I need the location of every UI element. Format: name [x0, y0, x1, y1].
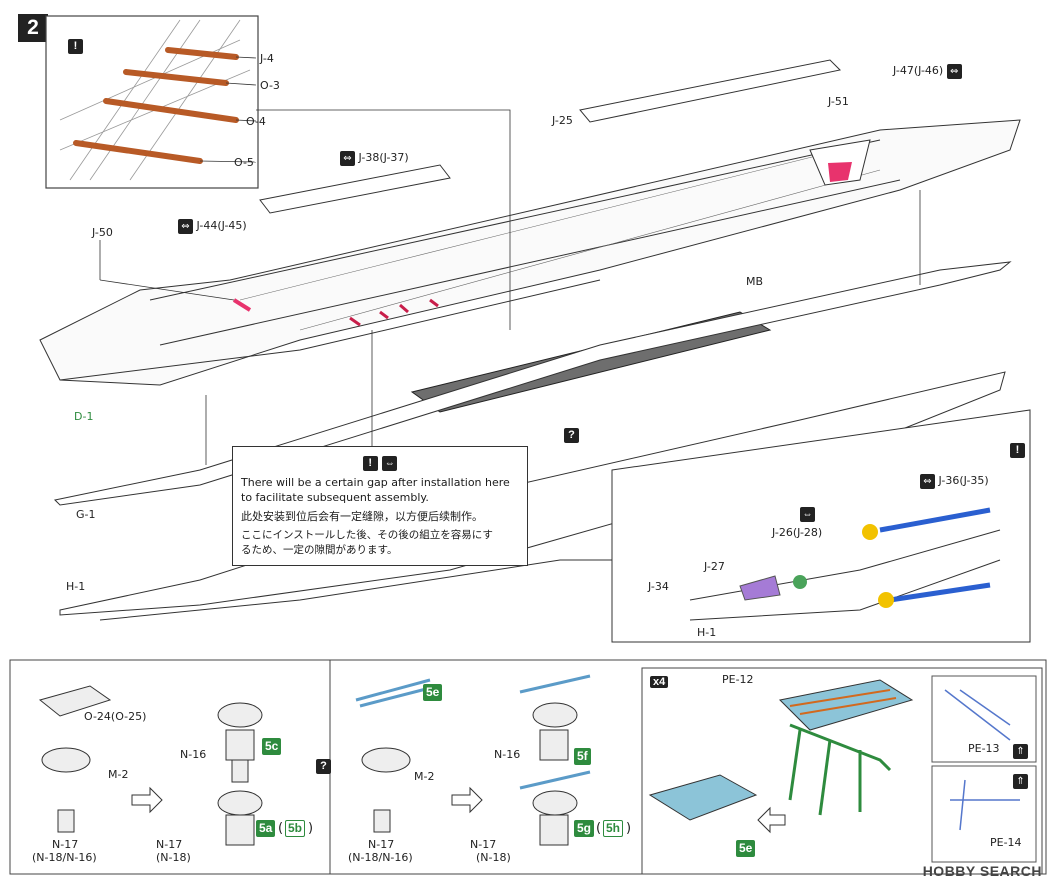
part-label-j26: J-26(J-28) — [772, 526, 823, 539]
caution-icon: ! — [1010, 440, 1025, 458]
paren-open: ( — [596, 821, 602, 836]
gap-note-callout: ! ⇔ There will be a certain gap after in… — [232, 446, 528, 566]
part-label-m2: M-2 — [108, 768, 129, 781]
part-label-pe13: PE-13 — [968, 742, 1000, 755]
mirror-icon: ⇔ — [946, 64, 962, 79]
part-label-pe14: PE-14 — [990, 836, 1022, 849]
mirror-icon: ⇔ — [920, 474, 935, 489]
flip-icon: ⇑ — [1013, 771, 1028, 789]
part-label-n17-mid: N-17 — [368, 838, 395, 851]
watermark: HOBBY SEARCH — [922, 863, 1042, 879]
step-ref-5e-right: 5e — [736, 840, 756, 857]
part-label-j44: ⇔ J-44(J-45) — [178, 219, 247, 234]
part-label-n18b-mid: (N-18) — [476, 851, 511, 864]
caution-icon: ! — [362, 456, 378, 471]
question-icon: ? — [564, 425, 579, 443]
part-label-o24: O-24(O-25) — [84, 710, 147, 723]
part-label-j4: J-4 — [260, 52, 274, 65]
paren-open: ( — [278, 821, 284, 836]
part-label-j34: J-34 — [648, 580, 669, 593]
part-label-n17-alt: (N-18/N-16) — [32, 851, 97, 864]
part-label-j51: J-51 — [828, 95, 849, 108]
part-label-j36: ⇔ J-36(J-35) — [920, 474, 989, 489]
part-label-o5: O-5 — [234, 156, 254, 169]
part-label-n17-alt-mid: (N-18/N-16) — [348, 851, 413, 864]
mirror-icon: ⇔ — [340, 151, 355, 166]
part-label-o3: O-3 — [260, 79, 280, 92]
part-label-n17: N-17 — [52, 838, 79, 851]
mirror-icon: ⇔ — [382, 456, 398, 471]
part-label-n16: N-16 — [180, 748, 207, 761]
paren-close: ) — [626, 821, 632, 836]
step-ref-5c: 5c — [262, 738, 282, 755]
step-ref-5g: 5g — [574, 820, 595, 837]
part-label-h1-inset: H-1 — [697, 626, 717, 639]
paren-close: ) — [308, 821, 314, 836]
part-label-j38: ⇔ J-38(J-37) — [340, 151, 409, 166]
step-ref-5h: 5h — [603, 820, 624, 837]
part-label-j50: J-50 — [92, 226, 113, 239]
part-label-mb: MB — [746, 275, 764, 288]
caution-icon: ! — [68, 36, 83, 54]
part-label-n17b: N-17 — [156, 838, 183, 851]
part-label-h1: H-1 — [66, 580, 86, 593]
question-icon: ? — [316, 756, 331, 774]
part-label-n17b-mid: N-17 — [470, 838, 497, 851]
part-label-j27: J-27 — [704, 560, 725, 573]
step-ref-5f: 5f — [574, 748, 591, 765]
part-label-o4: O-4 — [246, 115, 266, 128]
part-label-g1: G-1 — [76, 508, 96, 521]
note-japanese-1: ここにインストールした後、その後の組立を容易にす — [241, 529, 493, 541]
note-chinese: 此处安装到位后会有一定缝隙，以方便后续制作。 — [241, 510, 483, 523]
mirror-icon: ⇔ — [800, 504, 815, 522]
mirror-icon: ⇔ — [178, 219, 193, 234]
step-ref-5b: 5b — [285, 820, 306, 837]
quantity-badge: x4 — [650, 676, 669, 688]
part-label-m2-mid: M-2 — [414, 770, 435, 783]
callout-icons: ! ⇔ — [233, 453, 527, 471]
step-number: 2 — [18, 14, 48, 42]
note-japanese-2: るため、一定の隙間があります。 — [241, 544, 398, 556]
part-label-d1: D-1 — [74, 410, 94, 423]
part-label-n18b: (N-18) — [156, 851, 191, 864]
step-ref-5e: 5e — [423, 684, 443, 701]
part-label-pe12: PE-12 — [722, 673, 754, 686]
step-ref-5a: 5a — [256, 820, 276, 837]
flip-icon: ⇑ — [1013, 741, 1028, 759]
note-english: There will be a certain gap after instal… — [241, 476, 510, 504]
part-label-j47: J-47(J-46) ⇔ — [893, 64, 962, 79]
part-label-j25: J-25 — [552, 114, 573, 127]
part-label-n16-mid: N-16 — [494, 748, 521, 761]
